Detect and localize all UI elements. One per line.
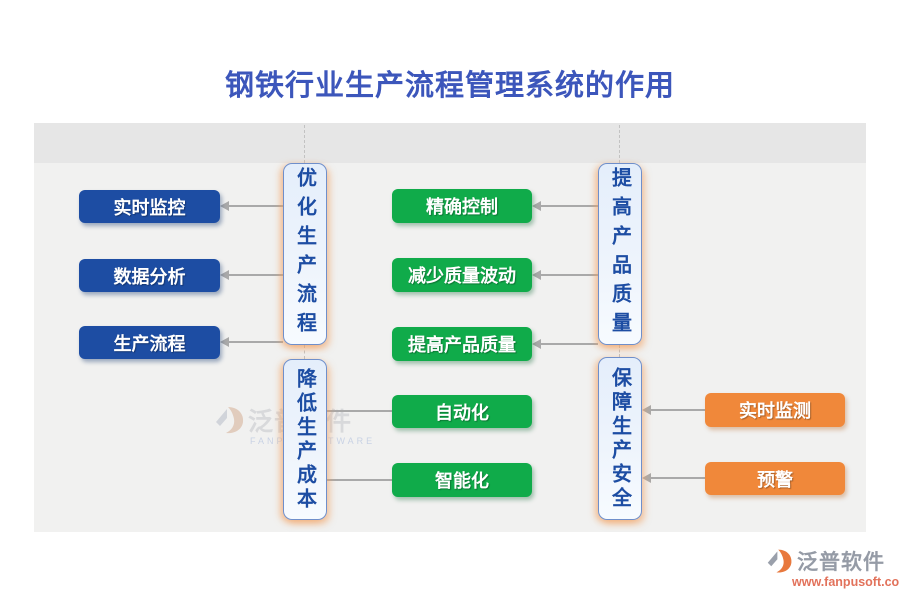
canvas-header-strip (34, 123, 866, 163)
dashed-connector (619, 125, 620, 163)
node-label: 预警 (757, 469, 793, 490)
fanpu-logo: 泛普软件 www.fanpusoft.com (766, 546, 900, 589)
dashed-connector (619, 345, 620, 357)
connector-line (540, 343, 598, 345)
node-label: 精确控制 (426, 197, 498, 217)
connector-line (650, 409, 705, 411)
node-label: 实时监测 (739, 401, 811, 421)
branch-pill-label: 提高产品质量 (608, 167, 631, 341)
node-label: 自动化 (435, 402, 489, 423)
branch-pill-label: 降低生产成本 (293, 367, 316, 512)
node-realtime-monitoring: 实时监控 (79, 190, 220, 223)
node-precise-control: 精确控制 (392, 189, 532, 223)
branch-pill-improve-product-quality: 提高产品质量 (598, 163, 642, 345)
arrowhead-icon (642, 473, 651, 483)
branch-pill-label: 保障生产安全 (608, 366, 631, 511)
dashed-connector (304, 345, 305, 359)
arrowhead-icon (532, 201, 541, 211)
node-intelligence: 智能化 (392, 463, 532, 497)
connector-line (228, 341, 283, 343)
connector-line (327, 479, 392, 481)
logo-url: www.fanpusoft.com (792, 575, 900, 589)
node-label: 生产流程 (113, 333, 186, 354)
page-title: 钢铁行业生产流程管理系统的作用 (224, 70, 675, 102)
arrowhead-icon (532, 339, 541, 349)
node-early-warning: 预警 (705, 462, 845, 495)
node-label: 提高产品质量 (408, 335, 516, 355)
connector-line (540, 205, 598, 207)
connector-line (327, 410, 392, 412)
connector-line (650, 477, 705, 479)
arrowhead-icon (220, 270, 229, 280)
node-label: 减少质量波动 (408, 266, 516, 286)
arrowhead-icon (220, 201, 229, 211)
node-production-process: 生产流程 (79, 326, 220, 359)
logo-brand: 泛普软件 (797, 550, 885, 574)
node-label: 数据分析 (113, 266, 186, 287)
branch-pill-label: 优化生产流程 (293, 167, 316, 341)
branch-pill-reduce-production-cost: 降低生产成本 (283, 359, 327, 520)
arrowhead-icon (532, 270, 541, 280)
node-label: 智能化 (435, 471, 489, 491)
branch-pill-ensure-production-safety: 保障生产安全 (598, 357, 642, 520)
branch-pill-optimize-production-process: 优化生产流程 (283, 163, 327, 345)
arrowhead-icon (220, 337, 229, 347)
arrowhead-icon (642, 405, 651, 415)
connector-line (228, 274, 283, 276)
dashed-connector (304, 125, 305, 163)
node-data-analysis: 数据分析 (79, 259, 220, 292)
node-realtime-detection: 实时监测 (705, 393, 845, 427)
connector-line (228, 205, 283, 207)
node-improve-product-quality: 提高产品质量 (392, 327, 532, 361)
node-automation: 自动化 (392, 395, 532, 428)
node-reduce-quality-fluctuation: 减少质量波动 (392, 258, 532, 292)
node-label: 实时监控 (113, 197, 186, 218)
fanpu-logo-icon (216, 407, 244, 434)
fanpu-logo-icon (767, 549, 792, 573)
connector-line (540, 274, 598, 276)
